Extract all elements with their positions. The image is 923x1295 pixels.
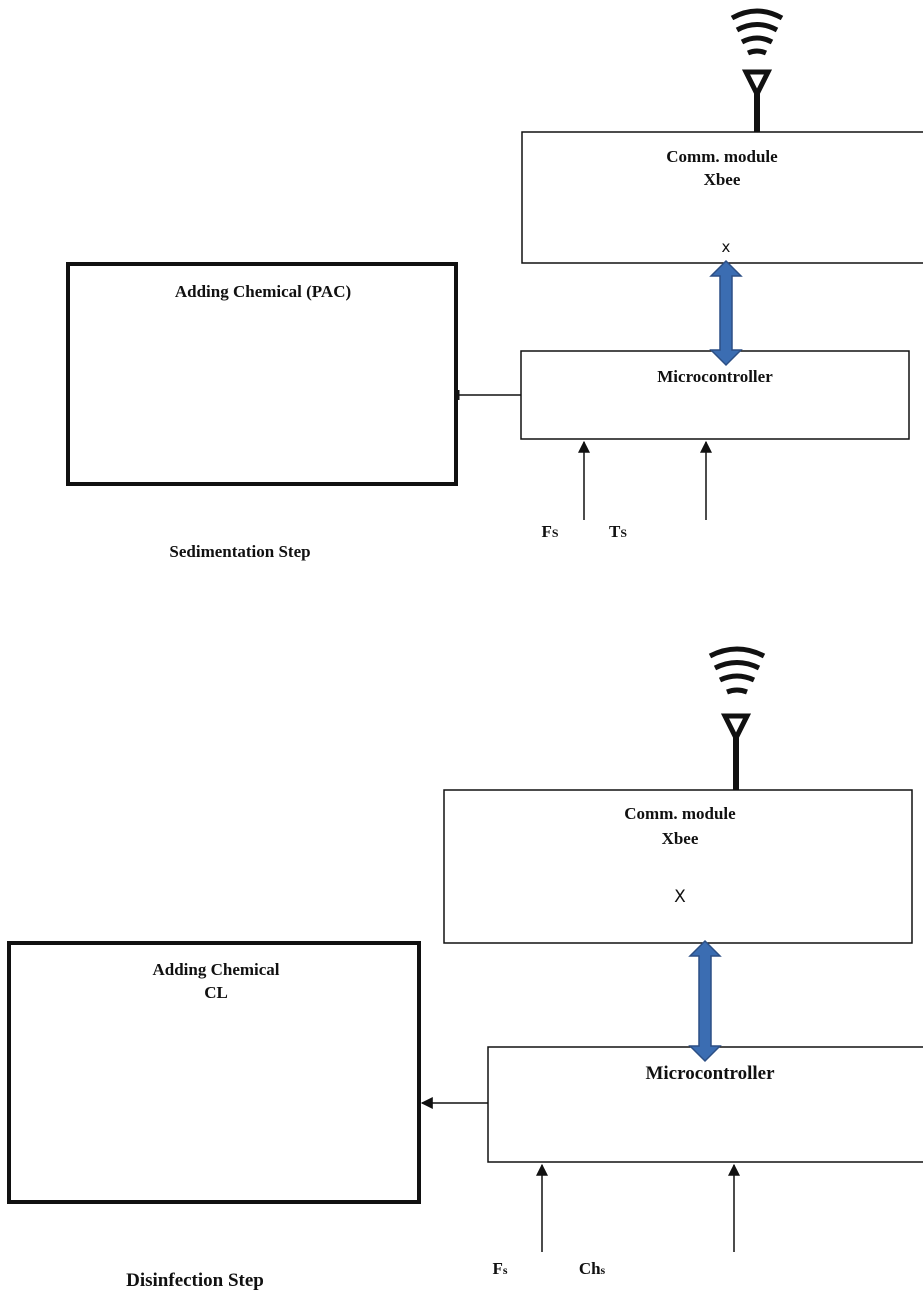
comm-mark-top: x bbox=[721, 238, 731, 256]
comm-module-label-bottom: Comm. module Xbee bbox=[580, 804, 780, 849]
comm-module-subtitle-bottom: Xbee bbox=[661, 829, 699, 848]
adding-chemical-cl-subtitle: CL bbox=[204, 983, 228, 1002]
input-label-chs-bottom: Chs bbox=[578, 1259, 606, 1278]
antenna-icon bbox=[720, 713, 752, 790]
wifi-signal-icon bbox=[730, 8, 784, 56]
adding-chemical-pac-label: Adding Chemical (PAC) bbox=[174, 282, 352, 301]
microcontroller-box-top bbox=[520, 350, 910, 440]
adding-chemical-pac-box bbox=[66, 262, 458, 486]
disinfection-step-label: Disinfection Step bbox=[126, 1270, 264, 1291]
adding-chemical-cl-label: Adding Chemical CL bbox=[116, 960, 316, 1003]
input-label-ts-top: TS bbox=[609, 522, 627, 541]
bidirectional-arrow-icon bbox=[709, 259, 743, 367]
comm-module-box-bottom bbox=[443, 789, 913, 944]
comm-module-box-top bbox=[521, 131, 923, 264]
comm-module-title-bottom: Comm. module bbox=[624, 804, 736, 823]
microcontroller-label-bottom: Microcontroller bbox=[645, 1063, 775, 1084]
microcontroller-box-bottom bbox=[487, 1046, 923, 1163]
bidirectional-arrow-icon bbox=[688, 939, 722, 1063]
sedimentation-step-label: Sedimentation Step bbox=[169, 542, 311, 561]
wifi-signal-icon bbox=[708, 646, 766, 695]
comm-module-title-top: Comm. module bbox=[666, 147, 778, 166]
comm-module-label-top: Comm. module Xbee bbox=[622, 147, 822, 190]
input-label-fs-bottom: Fs bbox=[492, 1259, 508, 1278]
microcontroller-label-top: Microcontroller bbox=[657, 367, 773, 386]
comm-module-subtitle-top: Xbee bbox=[703, 170, 741, 189]
adding-chemical-cl-box bbox=[7, 941, 421, 1204]
antenna-icon bbox=[741, 69, 773, 132]
input-label-fs-top: FS bbox=[541, 522, 559, 541]
comm-mark-bottom: X bbox=[674, 887, 686, 907]
adding-chemical-cl-title: Adding Chemical bbox=[152, 960, 280, 979]
